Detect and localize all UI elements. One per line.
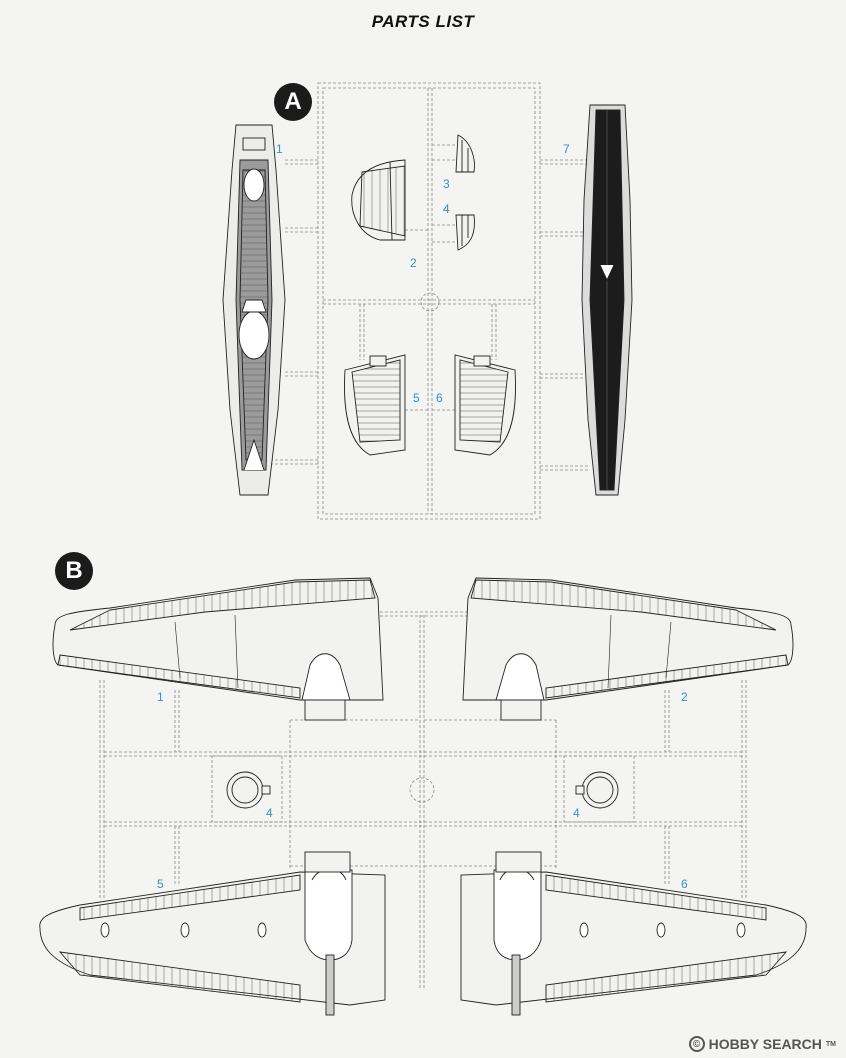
sprue-b-part-2-wing bbox=[462, 577, 794, 721]
sprue-a-part-2-label: 2 bbox=[410, 256, 417, 270]
sprue-b-part-5-wing bbox=[39, 851, 386, 1016]
sprue-a-part-5-label: 5 bbox=[413, 391, 420, 405]
watermark-tm: TM bbox=[825, 1040, 836, 1048]
sprue-a-part-3-label: 3 bbox=[443, 177, 450, 191]
watermark: © HOBBY SEARCH TM bbox=[688, 1036, 836, 1052]
sprue-b-part-5-label: 5 bbox=[157, 877, 164, 891]
watermark-text: HOBBY SEARCH bbox=[708, 1036, 822, 1052]
sprue-b-part-2-label: 2 bbox=[681, 690, 688, 704]
sprue-b-badge: B bbox=[55, 552, 93, 590]
sprue-a-part-3-small bbox=[455, 134, 475, 173]
sprue-a-part-6-stabilizer bbox=[454, 354, 516, 456]
sprue-b-part-6-wing bbox=[460, 851, 807, 1016]
sprue-b-part-4b-label: 4 bbox=[573, 806, 580, 820]
sprue-b-part-4b-ring bbox=[575, 771, 619, 809]
sprue-a-part-6-label: 6 bbox=[436, 391, 443, 405]
sprue-a-part-2-fin bbox=[351, 159, 406, 241]
sprue-a-part-4-small bbox=[455, 214, 475, 251]
sprue-a-part-5-stabilizer bbox=[344, 354, 406, 456]
sprue-b-part-1-wing bbox=[52, 577, 384, 721]
sprue-a-frame bbox=[270, 82, 590, 520]
sprue-a-part-4-label: 4 bbox=[443, 202, 450, 216]
sprue-b-part-4a-label: 4 bbox=[266, 806, 273, 820]
sprue-a-badge: A bbox=[274, 83, 312, 121]
sprue-a-part-7-label: 7 bbox=[563, 142, 570, 156]
sprue-a-part-1-fuselage bbox=[222, 124, 286, 496]
watermark-logo-icon: © bbox=[688, 1036, 705, 1052]
sprue-b-part-6-label: 6 bbox=[681, 877, 688, 891]
sprue-a-part-7-fuselage bbox=[581, 104, 633, 496]
sprue-b-part-1-label: 1 bbox=[157, 690, 164, 704]
page-title: PARTS LIST bbox=[371, 12, 475, 31]
sprue-b-part-4a-ring bbox=[226, 771, 271, 809]
sprue-b-frame bbox=[99, 611, 747, 990]
sprue-a-part-1-label: 1 bbox=[276, 142, 283, 156]
